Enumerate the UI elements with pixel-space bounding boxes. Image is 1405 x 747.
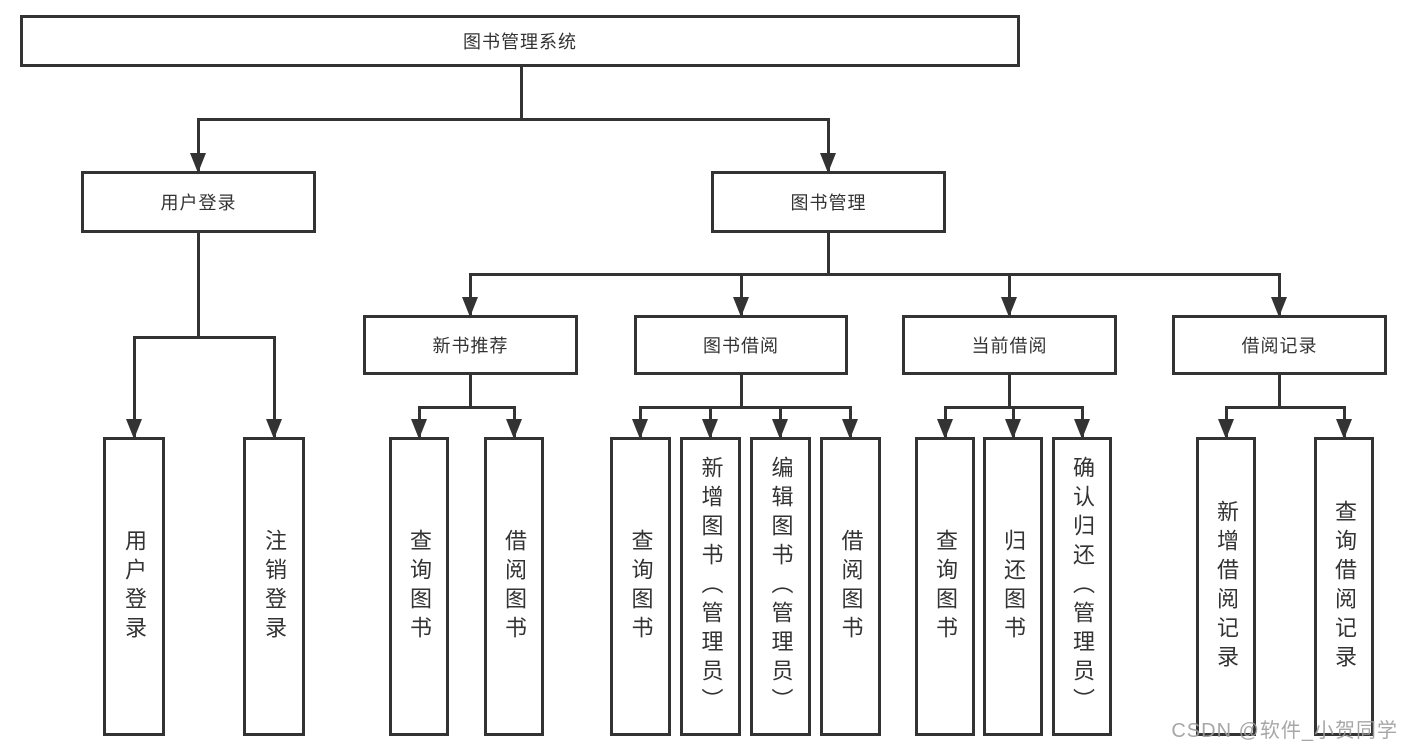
node-label: 借阅记录 [1241,336,1318,356]
arrow-down-icon [733,297,749,317]
node-system: 图书管理系统 [20,15,1020,67]
arrow-down-icon [772,419,788,439]
node-label: 查询图书 [933,528,958,645]
node-leaf-query-record: 查询借阅记录 [1314,437,1374,736]
connector-stub [1007,375,1011,407]
connector-rail [417,405,516,409]
arrow-down-icon [462,297,478,317]
arrow-down-icon [266,419,282,439]
connector-rail [196,117,830,121]
node-label: 图书管理系统 [463,32,577,52]
connector-stub [196,233,200,337]
connector-rail [638,405,852,409]
node-label: 借阅图书 [838,528,864,645]
connector-drop [468,274,472,315]
node-current-borrow: 当前借阅 [902,315,1117,375]
connector-drop [1277,274,1281,315]
node-leaf-query-book-1: 查询图书 [389,437,449,736]
node-label: 当前借阅 [971,336,1048,356]
arrow-down-icon [702,419,718,439]
node-leaf-return-book: 归还图书 [983,437,1043,736]
node-label: 编辑图书（管理员） [768,456,794,717]
arrow-down-icon [820,153,836,173]
connector-drop [196,119,200,171]
node-leaf-add-record: 新增借阅记录 [1196,437,1256,736]
arrow-down-icon [1005,419,1021,439]
node-leaf-logout: 注销登录 [243,437,305,736]
connector-stub [739,375,743,407]
node-label: 注销登录 [262,528,287,645]
node-label: 归还图书 [1001,528,1026,645]
node-label: 新书推荐 [432,336,509,356]
node-leaf-borrow-book-1: 借阅图书 [484,437,544,736]
node-label: 用户登录 [160,193,237,213]
node-new-book-rec: 新书推荐 [363,315,578,375]
connector-drop [132,337,136,437]
node-label: 用户登录 [122,528,147,645]
node-label: 图书管理 [790,193,867,213]
node-leaf-user-login: 用户登录 [103,437,165,736]
connector-rail [1224,405,1346,409]
node-leaf-borrow-book-2: 借阅图书 [820,437,881,736]
node-leaf-query-book-3: 查询图书 [915,437,975,736]
connector-rail [468,272,1281,276]
node-leaf-query-book-2: 查询图书 [610,437,671,736]
node-borrow-records: 借阅记录 [1172,315,1387,375]
connector-stub [519,67,523,119]
arrow-down-icon [1074,419,1090,439]
connector-stub [1277,375,1281,407]
node-leaf-add-book: 新增图书（管理员） [680,437,741,736]
arrow-down-icon [632,419,648,439]
arrow-down-icon [842,419,858,439]
csdn-watermark: CSDN @软件_小贺同学 [1171,720,1398,742]
arrow-down-icon [190,153,206,173]
connector-stub [468,375,472,407]
arrow-down-icon [937,419,953,439]
arrow-down-icon [1336,419,1352,439]
arrow-down-icon [126,419,142,439]
node-leaf-confirm-return: 确认归还（管理员） [1052,437,1112,736]
node-label: 新增图书（管理员） [698,456,724,717]
connector-drop [826,119,830,171]
node-leaf-edit-book: 编辑图书（管理员） [750,437,811,736]
node-user-login: 用户登录 [81,171,316,233]
node-book-mgmt: 图书管理 [711,171,946,233]
arrow-down-icon [1218,419,1234,439]
connector-rail [132,335,276,339]
node-label: 查询图书 [628,528,654,645]
node-label: 借阅图书 [502,528,527,645]
node-book-borrow: 图书借阅 [634,315,848,375]
connector-drop [272,337,276,437]
arrow-down-icon [506,419,522,439]
arrow-down-icon [1271,297,1287,317]
node-label: 查询借阅记录 [1332,499,1357,674]
arrow-down-icon [411,419,427,439]
node-label: 图书借阅 [703,336,779,356]
connector-drop [1007,274,1011,315]
connector-stub [826,233,830,274]
node-label: 确认归还（管理员） [1070,456,1095,717]
node-label: 查询图书 [407,528,432,645]
node-label: 新增借阅记录 [1214,499,1239,674]
arrow-down-icon [1001,297,1017,317]
connector-drop [739,274,743,315]
